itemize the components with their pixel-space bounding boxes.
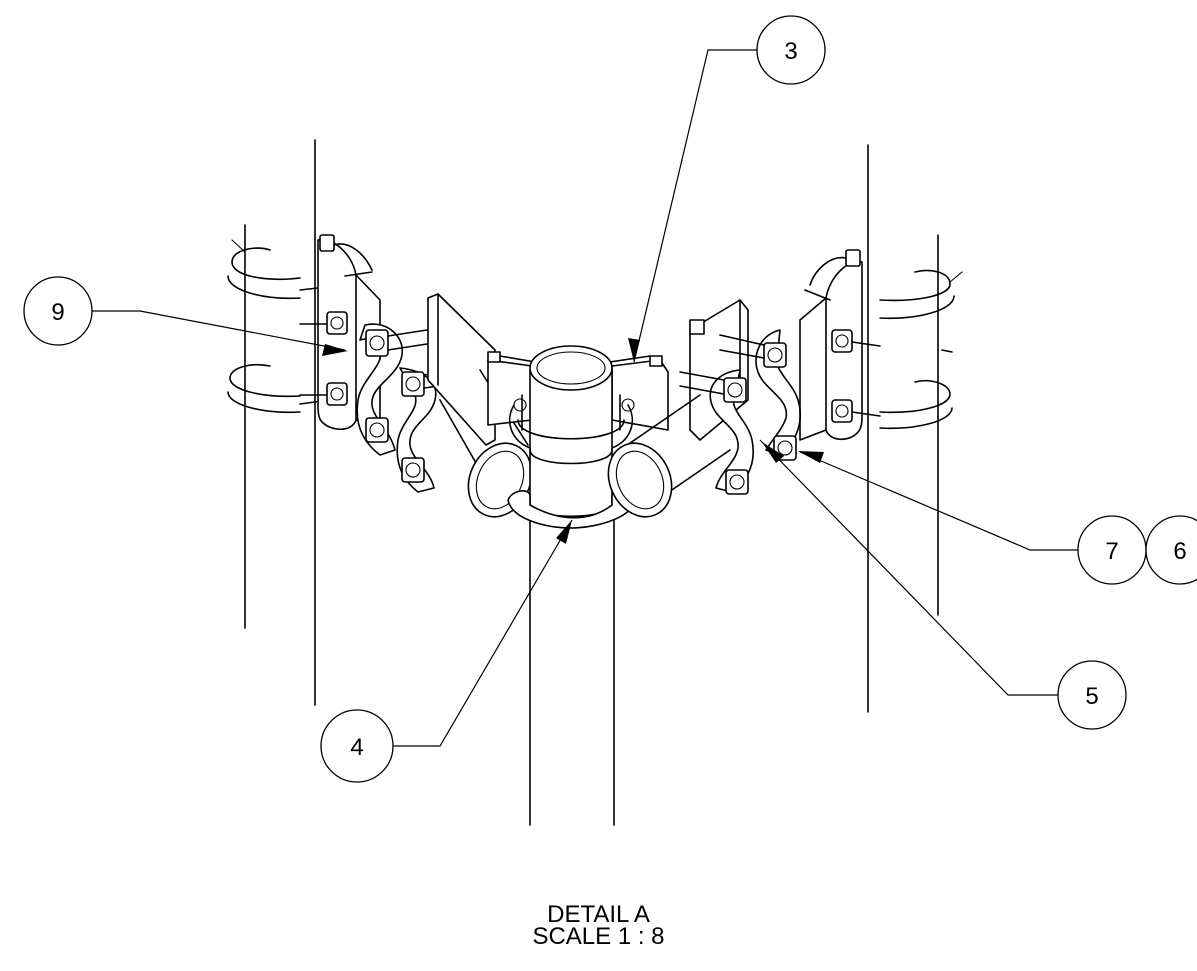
balloon-5: 5	[1057, 660, 1127, 730]
balloon-3: 3	[756, 15, 826, 85]
left-pipe	[244, 139, 316, 706]
balloon-6-label: 6	[1173, 538, 1186, 565]
detail-title: DETAIL A	[547, 901, 650, 928]
balloon-7: 7	[1077, 515, 1147, 585]
balloon-9: 9	[23, 276, 93, 346]
detail-scale: SCALE 1 : 8	[532, 923, 665, 950]
center-tube	[507, 345, 637, 529]
leader-3	[628, 49, 758, 363]
right-pipe	[867, 144, 939, 713]
leader-5	[759, 439, 1058, 696]
leader-9	[90, 310, 348, 356]
balloon-4-label: 4	[350, 734, 363, 761]
balloon-4: 4	[320, 709, 394, 783]
balloon-7-label: 7	[1105, 538, 1118, 565]
leader-7	[798, 451, 1078, 551]
left-swivel-clamp	[356, 323, 471, 493]
center-pipe	[529, 514, 615, 826]
center-bracket	[487, 351, 669, 431]
right-u-bolts	[879, 269, 963, 430]
balloon-5-label: 5	[1085, 683, 1098, 710]
balloon-3-label: 3	[784, 38, 797, 65]
right-clamp-plate	[799, 249, 881, 441]
leader-4	[393, 519, 573, 747]
balloon-6: 6	[1145, 515, 1197, 585]
balloon-9-label: 9	[51, 299, 64, 326]
